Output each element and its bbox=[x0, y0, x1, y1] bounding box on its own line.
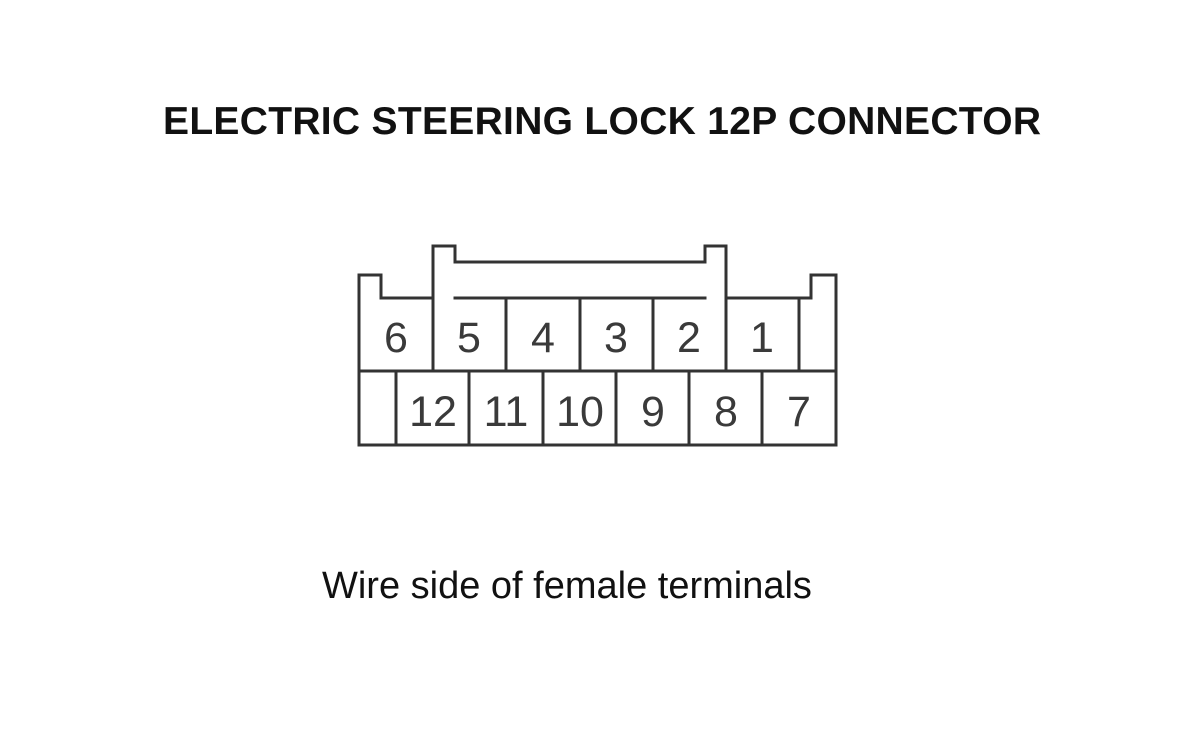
pin-1-label: 1 bbox=[750, 314, 774, 362]
top-row-dividers bbox=[431, 296, 801, 373]
connector-title: ELECTRIC STEERING LOCK 12P CONNECTOR bbox=[163, 100, 1042, 143]
pin-2-label: 2 bbox=[677, 314, 701, 362]
diagram-caption: Wire side of female terminals bbox=[322, 565, 812, 607]
pin-12-label: 12 bbox=[409, 388, 457, 436]
pin-6-label: 6 bbox=[384, 314, 408, 362]
pin-8-label: 8 bbox=[714, 388, 738, 436]
pin-11-label: 11 bbox=[484, 388, 529, 436]
pin-5-label: 5 bbox=[457, 314, 481, 362]
bottom-row-dividers bbox=[394, 369, 764, 447]
connector-housing-outline bbox=[357, 244, 838, 447]
pin-3-label: 3 bbox=[604, 314, 628, 362]
pin-4-label: 4 bbox=[531, 314, 555, 362]
pin-10-label: 10 bbox=[556, 388, 604, 436]
pin-7-label: 7 bbox=[787, 388, 811, 436]
pin-9-label: 9 bbox=[641, 388, 665, 436]
